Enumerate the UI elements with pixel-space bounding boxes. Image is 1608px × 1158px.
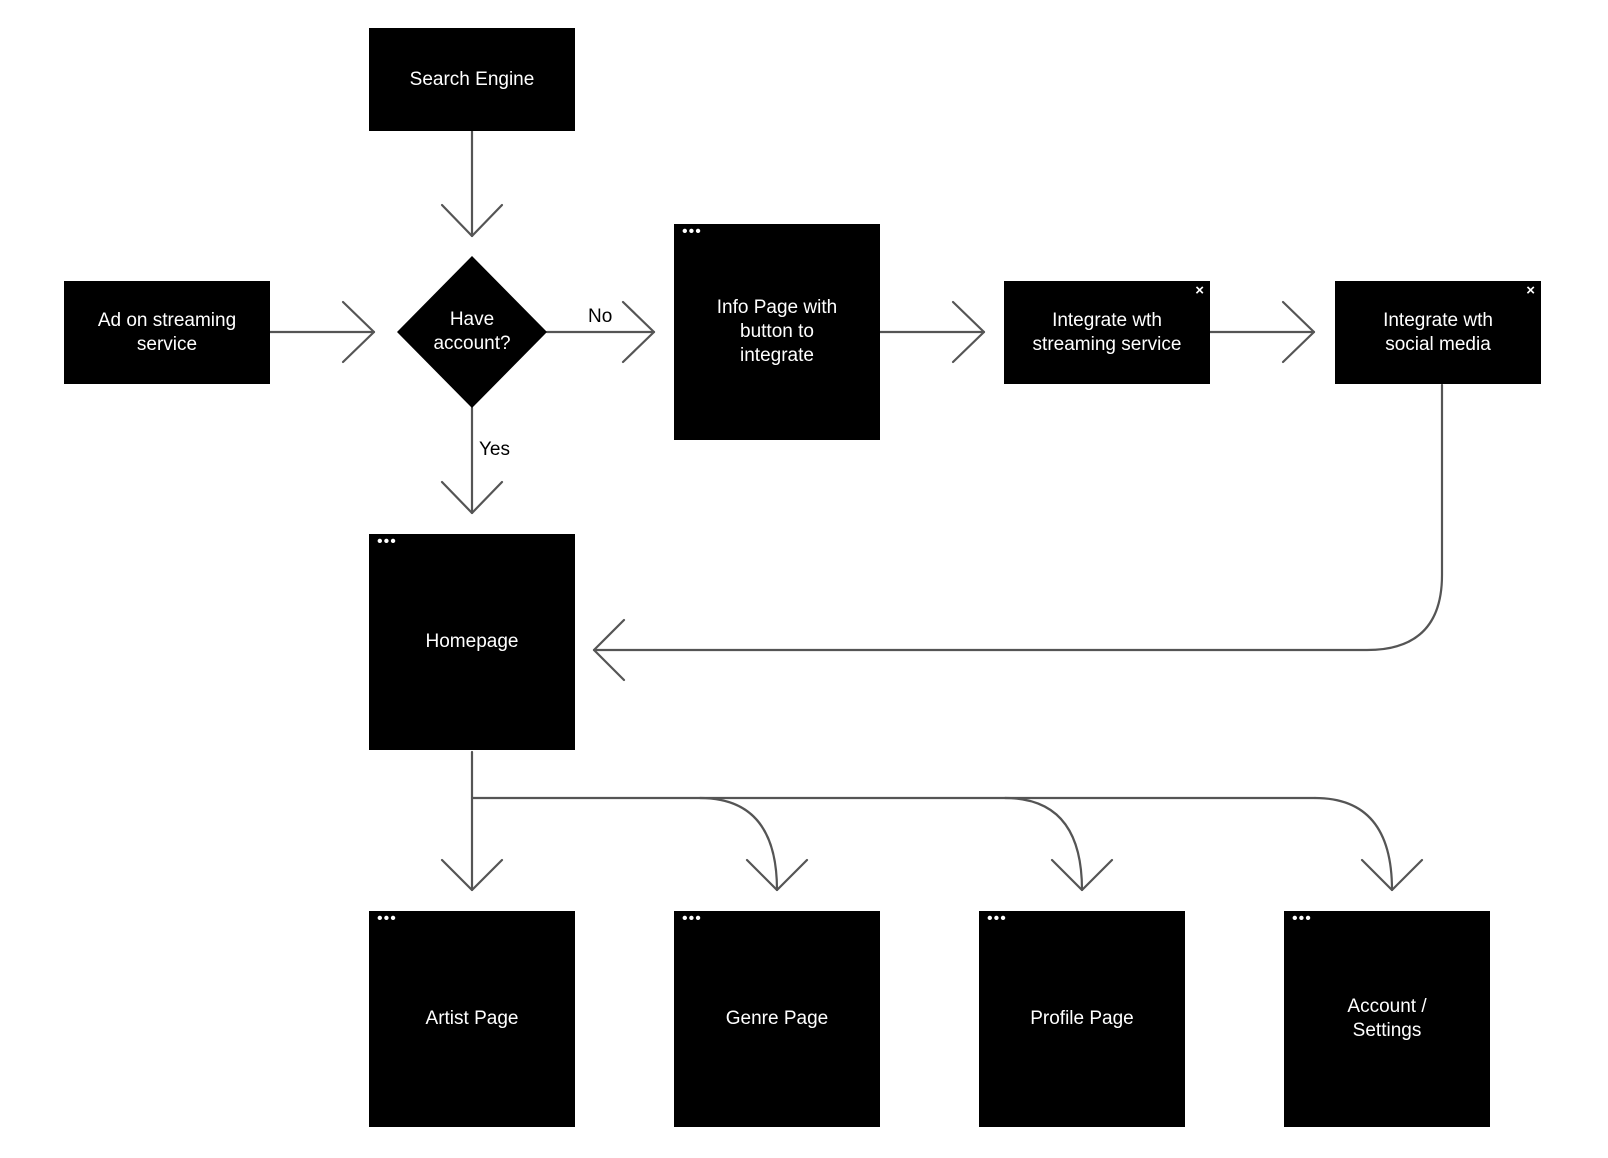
node-integrate-social: × Integrate wth social media	[1335, 281, 1541, 384]
arrowhead-right	[951, 300, 986, 364]
node-info-page: ••• Info Page with button to integrate	[674, 224, 880, 440]
node-label: Info Page with button to integrate	[716, 297, 838, 366]
arrowhead-down	[1360, 858, 1424, 892]
ellipsis-icon: •••	[987, 910, 1007, 927]
arrowhead-left	[592, 618, 626, 682]
node-label: Account / Settings	[1347, 996, 1427, 1041]
decision-diamond	[397, 256, 547, 408]
edge-branch-genre	[698, 796, 779, 892]
edge-label-yes: Yes	[479, 439, 510, 460]
ellipsis-icon: •••	[682, 910, 702, 927]
node-label: Homepage	[425, 631, 519, 652]
node-genre-page: ••• Genre Page	[674, 911, 880, 1127]
ellipsis-icon: •••	[1292, 910, 1312, 927]
arrowhead-down	[440, 480, 504, 515]
edge-branch-account	[1313, 796, 1394, 892]
arrowhead-right	[621, 300, 656, 364]
close-icon: ×	[1526, 282, 1535, 299]
node-account-settings: ••• Account / Settings	[1284, 911, 1490, 1127]
arrowhead-down	[745, 858, 809, 892]
node-profile-page: ••• Profile Page	[979, 911, 1185, 1127]
ellipsis-icon: •••	[377, 910, 397, 927]
arrowhead-down	[440, 203, 504, 238]
node-label: Integrate wth social media	[1383, 309, 1493, 355]
arrowhead-right	[1281, 300, 1316, 364]
node-label: Integrate wth streaming service	[1032, 309, 1182, 355]
ellipsis-icon: •••	[682, 223, 702, 240]
node-label: Search Engine	[409, 68, 535, 90]
node-label: Ad on streaming service	[97, 309, 237, 355]
node-label: Profile Page	[1030, 1008, 1134, 1029]
arrowhead-right	[341, 300, 376, 364]
arrowhead-down	[440, 858, 504, 892]
node-homepage: ••• Homepage	[369, 534, 575, 750]
edge-label-no: No	[588, 306, 613, 327]
close-icon: ×	[1195, 282, 1204, 299]
edge-branch-profile	[1003, 796, 1084, 892]
node-ad-streaming: Ad on streaming service	[64, 281, 270, 384]
node-search-engine: Search Engine	[369, 28, 575, 131]
node-label: Genre Page	[725, 1008, 829, 1029]
decision-label: Have account?	[433, 309, 511, 354]
node-artist-page: ••• Artist Page	[369, 911, 575, 1127]
arrowhead-down	[1050, 858, 1114, 892]
node-integrate-streaming: × Integrate wth streaming service	[1004, 281, 1210, 384]
node-label: Artist Page	[425, 1008, 519, 1029]
edge-social-to-homepage	[592, 383, 1444, 652]
ellipsis-icon: •••	[377, 533, 397, 550]
